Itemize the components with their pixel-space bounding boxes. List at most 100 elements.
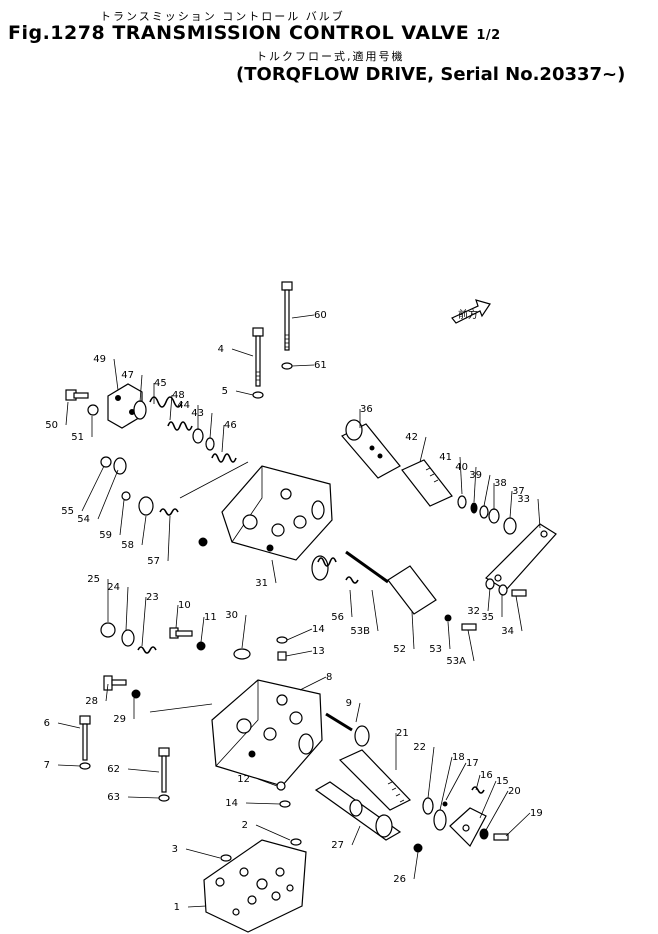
spool-43 [401, 459, 453, 507]
ring-45 [192, 428, 204, 444]
callout-label-57: 57 [147, 556, 160, 567]
rod-9 [325, 712, 353, 732]
front-direction-arrow-icon: 前方 [451, 299, 491, 324]
washer-56 [100, 456, 112, 468]
callout-leader-33 [537, 498, 541, 529]
callout-label-45: 45 [154, 378, 167, 389]
callout-label-18: 18 [452, 752, 465, 763]
washer-11 [196, 641, 206, 651]
bolt-19 [493, 833, 509, 841]
callout-label-6: 6 [44, 718, 50, 729]
callout-label-44: 44 [177, 400, 190, 411]
ball-32 [198, 537, 208, 547]
ring-38 [503, 517, 517, 535]
callout-leader-17 [445, 762, 467, 801]
plug-55 [113, 457, 127, 475]
figure-title: Fig.1278 TRANSMISSION CONTROL VALVE 1/2 [8, 22, 501, 44]
plate-1 [203, 839, 307, 933]
bracket-28 [103, 675, 127, 691]
callout-label-7: 7 [44, 760, 50, 771]
spring-49 [167, 421, 193, 431]
plug-39 [488, 508, 500, 524]
callout-label-50: 50 [45, 420, 58, 431]
callout-leader-18 [439, 756, 453, 811]
callout-leader-19 [505, 812, 531, 837]
bolt-62 [281, 281, 293, 370]
subtitle-open-paren: ( [236, 64, 245, 85]
bolt-64 [158, 747, 170, 802]
callout-label-14: 14 [225, 798, 238, 809]
plug-13 [277, 651, 287, 661]
callout-label-26: 26 [393, 874, 406, 885]
callout-label-12: 12 [237, 774, 250, 785]
callout-leader-3 [185, 848, 221, 859]
callout-leader-40 [473, 466, 477, 503]
callout-label-22: 22 [413, 742, 426, 753]
washer-29 [131, 689, 141, 699]
spool-37 [341, 419, 401, 479]
callout-label-52: 52 [393, 644, 406, 655]
callout-leader-48 [169, 394, 173, 421]
callout-leader-1 [187, 905, 207, 908]
callout-label-1: 1 [174, 902, 180, 913]
callout-label-40: 40 [455, 462, 468, 473]
callout-label-37: 37 [512, 486, 525, 497]
o-ring-2 [290, 838, 302, 846]
callout-label-36: 36 [360, 404, 373, 415]
callout-leader-34 [515, 595, 523, 632]
callout-label-53a: 53A [446, 656, 466, 667]
callout-leader-14 [286, 628, 313, 641]
ring-42 [457, 495, 467, 509]
callout-label-63: 63 [107, 792, 120, 803]
leader-line [149, 703, 213, 713]
spring-23 [137, 646, 157, 654]
ball-26 [413, 843, 423, 853]
callout-label-41: 41 [439, 452, 452, 463]
callout-leader-43 [209, 412, 213, 439]
callout-leader-46 [221, 424, 225, 453]
subtitle-text: TORQFLOW DRIVE, Serial No.20337~ [244, 64, 618, 85]
callout-leader-57 [167, 515, 171, 562]
plunger-53 [387, 565, 437, 615]
leader-line [179, 461, 249, 499]
bolt-53b [461, 623, 477, 631]
ball-53a [444, 614, 452, 622]
callout-leader-8 [299, 676, 327, 691]
callout-label-11: 11 [204, 612, 217, 623]
washer-14-upper [276, 636, 288, 644]
callout-leader-24 [125, 586, 129, 631]
valve-body-8 [211, 679, 323, 787]
spool-27 [314, 781, 402, 841]
front-mark-text: 前方 [458, 308, 478, 321]
callout-leader-20 [485, 790, 509, 831]
callout-label-60: 60 [314, 310, 327, 321]
callout-label-38: 38 [494, 478, 507, 489]
callout-label-8: 8 [326, 672, 332, 683]
cover-34 [485, 523, 557, 591]
callout-label-33: 33 [517, 494, 530, 505]
callout-leader-53a [467, 629, 475, 662]
callout-label-13: 13 [312, 646, 325, 657]
callout-label-29: 29 [113, 714, 126, 725]
callout-label-25: 25 [87, 574, 100, 585]
figure-subtitle: (TORQFLOW DRIVE, Serial No.20337~) [236, 64, 625, 85]
callout-leader-55 [81, 465, 105, 512]
callout-label-19: 19 [530, 808, 543, 819]
callout-leader-5 [235, 390, 254, 396]
ring-40 [479, 505, 489, 519]
callout-label-47: 47 [121, 370, 134, 381]
callout-leader-11 [200, 616, 205, 643]
plug-60 [138, 496, 154, 516]
callout-label-35: 35 [481, 612, 494, 623]
washer-25 [100, 622, 116, 638]
callout-labels: 1234567891011121314141516171819202122232… [44, 310, 543, 913]
callout-leader-10 [175, 604, 179, 629]
callout-label-2: 2 [242, 820, 248, 831]
callout-label-24: 24 [107, 582, 120, 593]
callout-label-31: 31 [255, 578, 268, 589]
spring-47 [211, 453, 237, 463]
callout-label-5: 5 [222, 386, 228, 397]
plug-24 [121, 629, 135, 647]
callout-label-54: 54 [77, 514, 90, 525]
bolt-6 [79, 715, 91, 770]
